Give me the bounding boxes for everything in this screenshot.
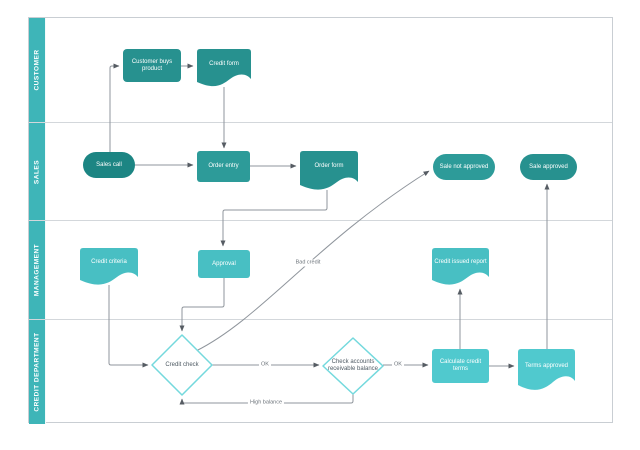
lane-credit-department: CREDIT DEPARTMENT — [29, 320, 612, 424]
lane-customer: CUSTOMER — [29, 18, 612, 123]
node-check-accounts[interactable] — [322, 337, 384, 395]
label-customer-buys-product[interactable]: Customer buys product — [131, 58, 173, 72]
edge-bad-credit-curve — [195, 170, 430, 352]
lane-header-credit-department: CREDIT DEPARTMENT — [29, 320, 46, 424]
node-credit-issued-report[interactable] — [432, 248, 489, 285]
edge-label-ok-1: OK — [259, 361, 271, 369]
label-terms-approved[interactable]: Terms approved — [524, 362, 569, 369]
label-order-form[interactable]: Order form — [314, 162, 344, 169]
node-approval[interactable] — [198, 250, 250, 278]
node-customer-buys-product[interactable] — [123, 49, 181, 82]
lane-header-customer: CUSTOMER — [29, 18, 46, 122]
label-credit-form[interactable]: Credit form — [209, 60, 239, 67]
edge-order-form-to-approval — [220, 190, 328, 247]
label-credit-issued-report[interactable]: Credit issued report — [434, 259, 487, 265]
edge-label-high-balance: High balance — [247, 399, 285, 407]
node-order-entry[interactable] — [197, 151, 250, 182]
edge-sales-call-to-customer-buys-product — [109, 63, 120, 152]
edge-label-bad-credit: Bad credit — [293, 259, 323, 267]
edge-label-ok-2: OK — [392, 361, 404, 369]
node-credit-form[interactable] — [197, 49, 251, 87]
node-sale-not-approved[interactable] — [433, 154, 495, 180]
edge-approval-to-credit-check — [179, 278, 225, 332]
lane-management: MANAGEMENT — [29, 221, 612, 320]
label-check-accounts[interactable]: Check accounts receivable balance — [327, 359, 379, 372]
label-sales-call[interactable]: Sales call — [96, 161, 122, 168]
node-credit-criteria[interactable] — [80, 248, 138, 285]
lane-header-sales: SALES — [29, 123, 46, 220]
label-credit-check[interactable]: Credit check — [165, 361, 199, 368]
label-sale-not-approved[interactable]: Sale not approved — [439, 163, 489, 170]
node-sales-call[interactable] — [83, 152, 135, 178]
label-order-entry[interactable]: Order entry — [208, 163, 239, 169]
node-order-form[interactable] — [300, 151, 358, 190]
label-calculate-credit-terms[interactable]: Calculate credit terms — [439, 359, 482, 372]
label-sale-approved[interactable]: Sale approved — [529, 163, 568, 170]
edge-credit-criteria-to-credit-check — [108, 285, 149, 368]
label-approval[interactable]: Approval — [212, 260, 236, 267]
swimlane-frame: CUSTOMER SALES MANAGEMENT CREDIT DEPARTM… — [28, 17, 613, 424]
node-credit-check[interactable] — [151, 334, 213, 396]
lane-sales: SALES — [29, 123, 612, 221]
node-terms-approved[interactable] — [518, 349, 575, 390]
label-credit-criteria[interactable]: Credit criteria — [91, 259, 127, 265]
node-sale-approved[interactable] — [520, 154, 577, 180]
lane-header-management: MANAGEMENT — [29, 221, 46, 319]
node-calculate-credit-terms[interactable] — [432, 349, 489, 383]
